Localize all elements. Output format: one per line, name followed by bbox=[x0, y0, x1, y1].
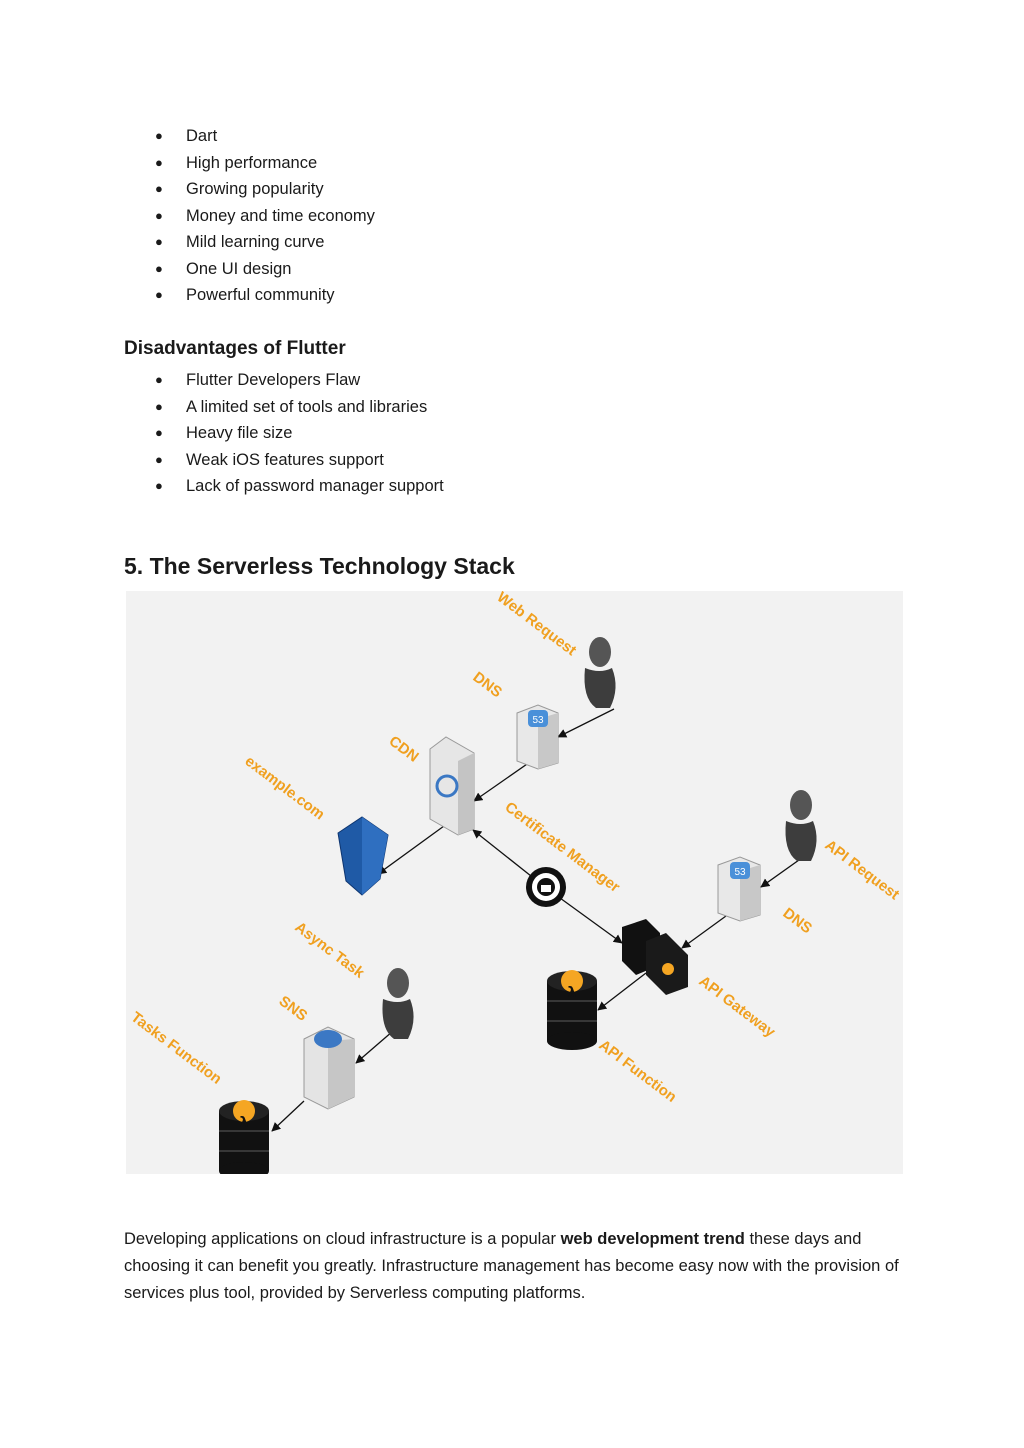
bullet-icon: ● bbox=[155, 128, 163, 143]
lambda-symbol: λ bbox=[568, 985, 577, 1001]
bullet-icon: ● bbox=[155, 425, 163, 440]
bullet-icon: ● bbox=[155, 154, 163, 170]
route53-badge: 53 bbox=[532, 715, 544, 726]
list-item: ●High performance bbox=[124, 150, 375, 177]
disadvantages-list: ●Flutter Developers Flaw ●A limited set … bbox=[124, 367, 444, 500]
label-api-request: API Request bbox=[822, 837, 903, 904]
disadvantages-heading: Disadvantages of Flutter bbox=[124, 338, 346, 359]
list-item: ●Lack of password manager support bbox=[124, 473, 444, 500]
connector-line bbox=[597, 972, 647, 1011]
bullet-icon: ● bbox=[155, 451, 163, 467]
connector-line bbox=[473, 761, 531, 802]
api-gateway-icon bbox=[622, 919, 688, 995]
label-cdn: CDN bbox=[386, 733, 422, 766]
label-example-com: example.com bbox=[242, 753, 328, 824]
label-sns: SNS bbox=[276, 993, 311, 1025]
label-api-gateway: API Gateway bbox=[696, 973, 779, 1042]
list-item: ●Money and time economy bbox=[124, 203, 375, 230]
s3-bucket-icon bbox=[337, 816, 389, 896]
bullet-icon: ● bbox=[155, 207, 163, 223]
bullet-icon: ● bbox=[155, 372, 163, 387]
lambda-icon bbox=[218, 1099, 270, 1181]
sns-icon bbox=[303, 1026, 355, 1110]
label-async-task: Async Task bbox=[292, 919, 368, 982]
bullet-icon: ● bbox=[155, 478, 163, 493]
body-paragraph: Developing applications on cloud infrast… bbox=[124, 1229, 899, 1302]
cloudfront-icon bbox=[429, 736, 475, 836]
list-item: ●Growing popularity bbox=[124, 176, 375, 203]
list-item: ●Mild learning curve bbox=[124, 229, 375, 256]
lambda-symbol: λ bbox=[240, 1115, 249, 1131]
list-item: ●Dart bbox=[124, 123, 375, 150]
label-web-request: Web Request bbox=[494, 591, 580, 659]
route53-badge: 53 bbox=[734, 867, 746, 878]
list-item: ●Flutter Developers Flaw bbox=[124, 367, 444, 394]
connector-line bbox=[472, 829, 532, 877]
user-icon bbox=[584, 637, 616, 708]
list-item: ●Weak iOS features support bbox=[124, 447, 444, 474]
label-dns: DNS bbox=[470, 669, 506, 702]
user-icon bbox=[382, 968, 414, 1039]
serverless-diagram: 53 53 bbox=[126, 589, 903, 1181]
user-icon bbox=[785, 790, 817, 861]
connector-line bbox=[271, 1100, 305, 1132]
label-tasks-function: Tasks Function bbox=[128, 1009, 225, 1088]
list-item: ●A limited set of tools and libraries bbox=[124, 394, 444, 421]
route53-icon: 53 bbox=[717, 856, 761, 922]
bullet-icon: ● bbox=[155, 181, 163, 196]
section-heading: 5. The Serverless Technology Stack bbox=[124, 553, 515, 579]
list-item: ●Heavy file size bbox=[124, 420, 444, 447]
route53-icon: 53 bbox=[516, 704, 559, 770]
lock-icon bbox=[526, 867, 566, 907]
diagram-canvas: 53 53 bbox=[128, 589, 903, 1181]
connector-line bbox=[377, 825, 445, 875]
advantages-list: ●Dart ●High performance ●Growing popular… bbox=[124, 123, 375, 309]
connector-line bbox=[557, 708, 615, 738]
connector-line bbox=[559, 897, 623, 944]
bullet-icon: ● bbox=[155, 234, 163, 249]
bold-phrase: web development trend bbox=[560, 1229, 745, 1248]
connector-line bbox=[681, 915, 727, 949]
lambda-icon bbox=[546, 969, 598, 1051]
bullet-icon: ● bbox=[155, 398, 163, 414]
bullet-icon: ● bbox=[155, 260, 163, 276]
list-item: ●One UI design bbox=[124, 256, 375, 283]
bullet-icon: ● bbox=[155, 287, 163, 302]
label-dns: DNS bbox=[780, 905, 816, 938]
list-item: ●Powerful community bbox=[124, 282, 375, 309]
label-api-function: API Function bbox=[596, 1037, 680, 1106]
